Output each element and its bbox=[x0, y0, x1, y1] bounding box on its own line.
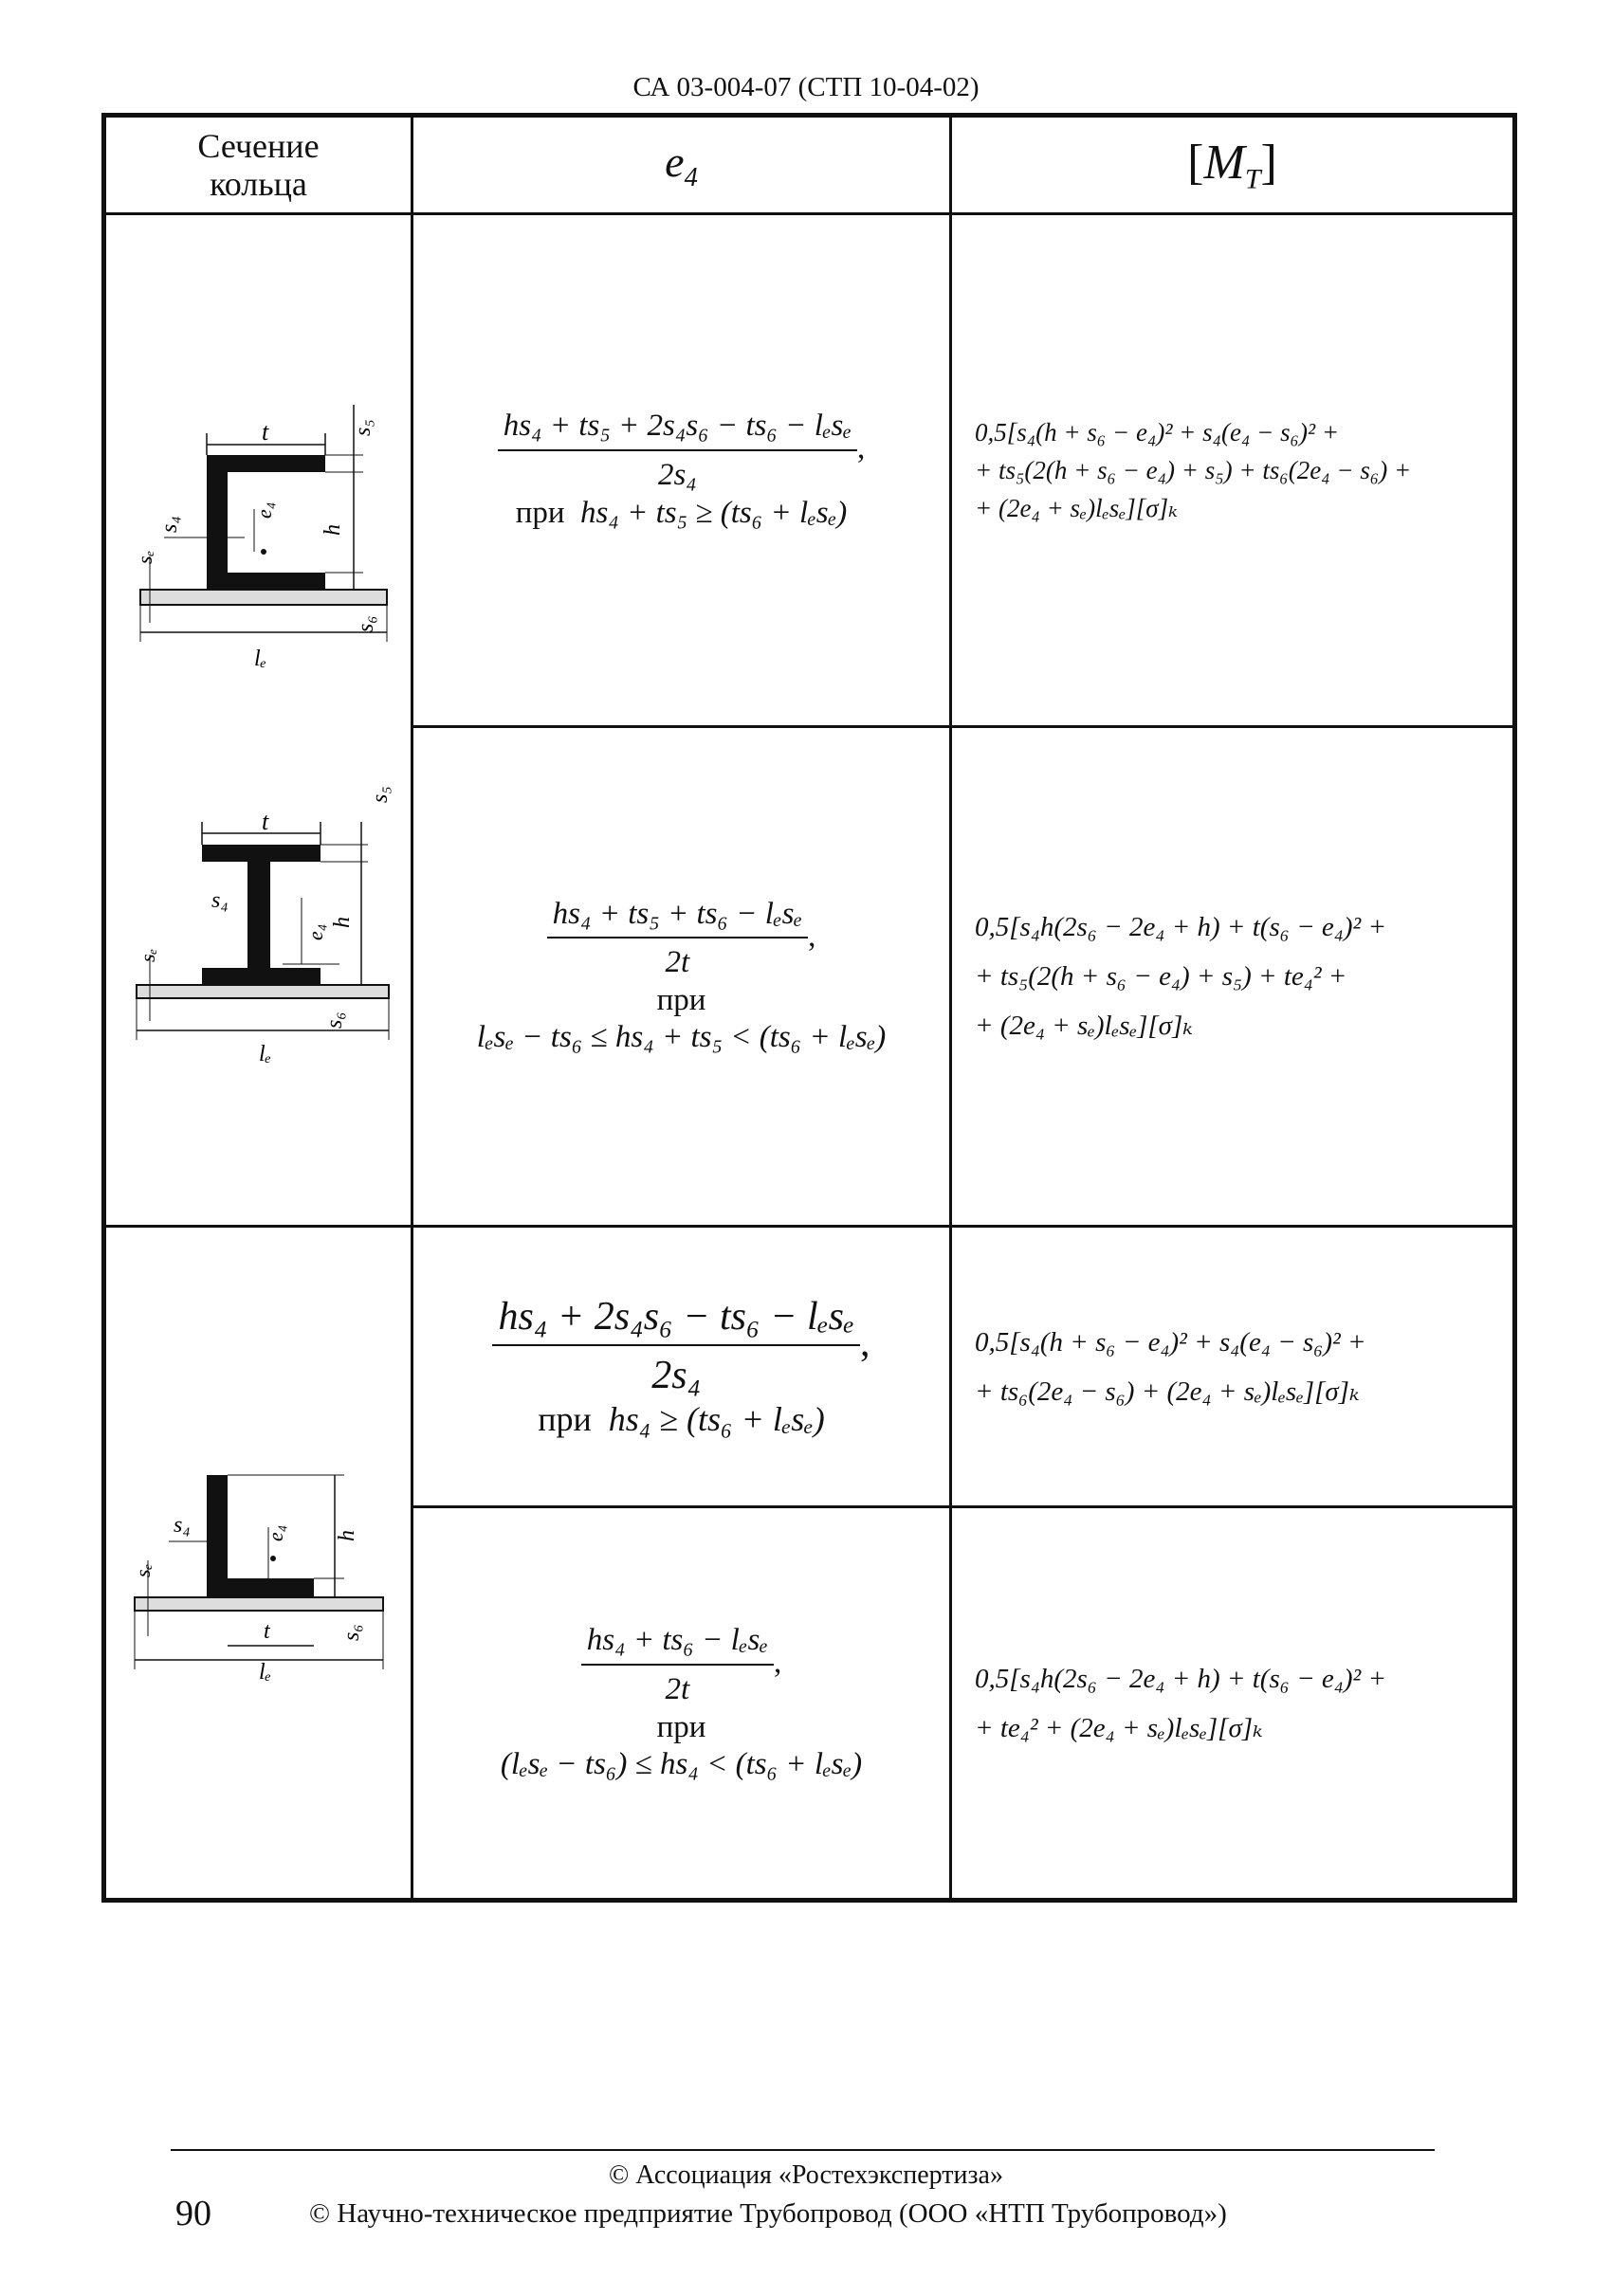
label-h-3: h bbox=[335, 1530, 359, 1541]
e4-formula-row2: hs₄ + ts₅ + ts₆ − lₑsₑ 2t , при lₑsₑ − t… bbox=[411, 724, 952, 1229]
mt-formula-row2: 0,5[s₄h(2s₆ − 2e₄ + h) + t(s₆ − e₄)² + +… bbox=[949, 724, 1516, 1229]
e4-symbol: e4 bbox=[665, 137, 698, 192]
col-header-mt: [MT] bbox=[949, 114, 1516, 215]
section-drawings-1: t s₅ s₄ sₑ e₄ h s₆ lₑ bbox=[102, 212, 413, 1228]
label-le-2: lₑ bbox=[259, 1042, 271, 1066]
formula-table: Сечение кольца e4 [MT] bbox=[101, 113, 1517, 1903]
mt-formula-row4: 0,5[s₄h(2s₆ − 2e₄ + h) + t(s₆ − e₄)² + +… bbox=[949, 1505, 1516, 1902]
label-e4-2: e₄ bbox=[303, 924, 327, 940]
table-row: s₄ sₑ e₄ h s₆ t lₑ hs₄ + 2s₄s₆ − ts₆ − l… bbox=[102, 1225, 1516, 1902]
label-s4-3: s₄ bbox=[174, 1513, 191, 1538]
e4-condition-row3: при hs₄ ≥ (ts₆ + lₑsₑ) bbox=[538, 1400, 825, 1439]
e4-fraction-row1: hs₄ + ts₅ + 2s₄s₆ − ts₆ − lₑsₑ 2s₄ bbox=[497, 408, 858, 494]
label-e4-3: e₄ bbox=[264, 1525, 287, 1541]
col-header-section: Сечение кольца bbox=[102, 114, 413, 215]
label-le: lₑ bbox=[254, 647, 266, 671]
col-header-line1: Сечение bbox=[197, 127, 320, 165]
label-s6-3: s₆ bbox=[339, 1624, 364, 1641]
label-e4: e₄ bbox=[252, 502, 276, 519]
footer-divider bbox=[171, 2149, 1435, 2151]
channel-and-ibeam-drawing: t s₅ s₄ sₑ e₄ h s₆ lₑ bbox=[133, 405, 393, 1066]
label-s5: s₅ bbox=[351, 419, 376, 436]
ibeam-section-drawing: t s₅ s₄ sₑ e₄ h s₆ lₑ bbox=[135, 786, 393, 1066]
table-row: hs₄ + ts₆ − lₑsₑ 2t , при (lₑsₑ − ts₆) ≤… bbox=[104, 1505, 1516, 1902]
section-drawings-2: s₄ sₑ e₄ h s₆ t lₑ bbox=[102, 1225, 413, 1902]
mt-symbol: [MT] bbox=[1187, 135, 1277, 195]
label-s6: s₆ bbox=[354, 615, 378, 632]
document-header: СА 03-004-07 (СТП 10-04-02) bbox=[632, 72, 980, 102]
channel-section-drawing: t s₅ s₄ sₑ e₄ h s₆ lₑ bbox=[133, 405, 388, 671]
e4-fraction-row3: hs₄ + 2s₄s₆ − ts₆ − lₑsₑ 2s₄ bbox=[492, 1293, 861, 1400]
footer-copyright-2: © Научно-техническое предприятие Трубопр… bbox=[309, 2198, 1227, 2229]
table-row: hs₄ + ts₅ + ts₆ − lₑsₑ 2t , при lₑsₑ − t… bbox=[104, 724, 1516, 1229]
e4-condition-row4: при (lₑsₑ − ts₆) ≤ hs₄ < (ts₆ + lₑsₑ) bbox=[500, 1709, 863, 1782]
label-se-2: sₑ bbox=[136, 948, 159, 962]
mt-formula-row1: 0,5[s₄(h + s₆ − e₄)² + s₄(e₄ − s₆)² + + … bbox=[949, 212, 1516, 728]
label-s4: s₄ bbox=[157, 516, 182, 533]
label-t: t bbox=[262, 418, 269, 446]
e4-fraction-row2: hs₄ + ts₅ + ts₆ − lₑsₑ 2t bbox=[546, 896, 809, 982]
label-s6-2: s₆ bbox=[322, 1011, 347, 1029]
label-le-3: lₑ bbox=[259, 1660, 271, 1685]
e4-condition-row1: при hs₄ + ts₅ ≥ (ts₆ + lₑsₑ) bbox=[515, 495, 848, 530]
label-s5-2: s₅ bbox=[368, 786, 393, 803]
e4-condition-row2: при lₑsₑ − ts₆ ≤ hs₄ + ts₅ < (ts₆ + lₑsₑ… bbox=[476, 982, 887, 1055]
table-header-row: Сечение кольца e4 [MT] bbox=[102, 114, 1516, 215]
e4-formula-row1: hs₄ + ts₅ + 2s₄s₆ − ts₆ − lₑsₑ 2s₄ , при… bbox=[411, 212, 952, 728]
e4-formula-row3: hs₄ + 2s₄s₆ − ts₆ − lₑsₑ 2s₄ , при hs₄ ≥… bbox=[411, 1225, 952, 1508]
label-s4-2: s₄ bbox=[211, 888, 229, 913]
e4-formula-row4: hs₄ + ts₆ − lₑsₑ 2t , при (lₑsₑ − ts₆) ≤… bbox=[411, 1505, 952, 1902]
e4-fraction-row4: hs₄ + ts₆ − lₑsₑ 2t bbox=[580, 1622, 774, 1708]
label-h-2: h bbox=[330, 917, 355, 928]
label-h: h bbox=[321, 524, 345, 536]
label-se: sₑ bbox=[133, 550, 156, 564]
page-number: 90 bbox=[175, 2194, 211, 2233]
mt-formula-row3: 0,5[s₄(h + s₆ − e₄)² + s₄(e₄ − s₆)² + + … bbox=[949, 1225, 1516, 1508]
col-header-e4: e4 bbox=[411, 114, 952, 215]
label-t-2: t bbox=[262, 808, 269, 835]
label-se-3: sₑ bbox=[131, 1563, 155, 1577]
col-header-line2: кольца bbox=[210, 165, 307, 203]
footer-copyright-1: © Ассоциация «Ростехэкспертиза» bbox=[609, 2160, 1003, 2190]
label-t-3: t bbox=[264, 1619, 271, 1644]
table-row: t s₅ s₄ sₑ e₄ h s₆ lₑ bbox=[102, 212, 1516, 1228]
angle-section-drawing: s₄ sₑ e₄ h s₆ t lₑ bbox=[131, 1474, 384, 1685]
